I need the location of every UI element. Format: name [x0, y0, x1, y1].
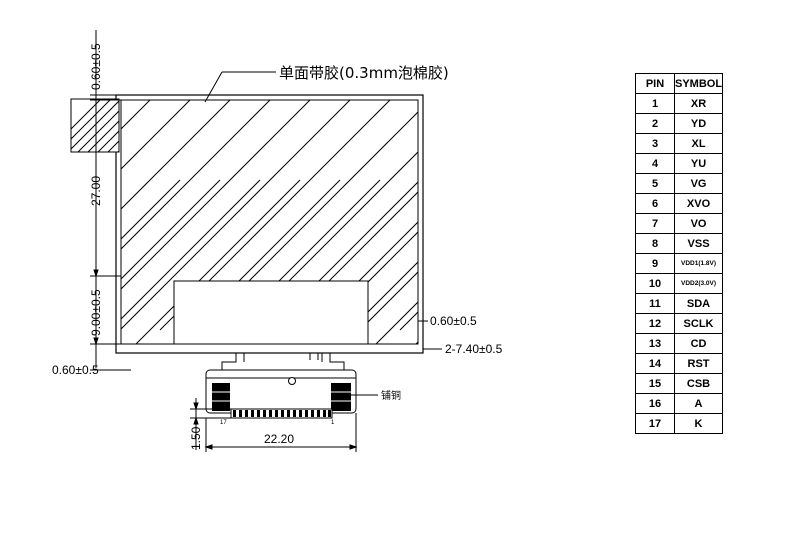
header-symbol: SYMBOL — [673, 73, 724, 94]
pin-symbol: SDA — [673, 293, 724, 314]
fpc-thickness-dimension — [190, 398, 231, 450]
pin-number: 8 — [635, 233, 675, 254]
dim-height-9: 9.00±0.5 — [89, 289, 103, 336]
pin-number: 13 — [635, 333, 675, 354]
pin-symbol: K — [673, 413, 724, 434]
pin-symbol: XVO — [673, 193, 724, 214]
dim-right-offset: 0.60±0.5 — [430, 314, 477, 328]
pin-number: 14 — [635, 353, 675, 374]
pin-number: 2 — [635, 113, 675, 134]
pin-number: 11 — [635, 293, 675, 314]
dim-fpc-width: 22.20 — [264, 432, 294, 446]
pin-symbol: XR — [673, 93, 724, 114]
pin-number: 9 — [635, 253, 675, 274]
pin-last-label: 1 — [331, 420, 335, 426]
pin-number: 7 — [635, 213, 675, 234]
pin-symbol: RST — [673, 353, 724, 374]
window-cutout — [173, 280, 369, 345]
pin-number: 4 — [635, 153, 675, 174]
mount-hole — [288, 377, 296, 385]
pin-number: 5 — [635, 173, 675, 194]
header-pin: PIN — [635, 73, 675, 94]
connector-pins — [230, 408, 333, 419]
pin-symbol: VSS — [673, 233, 724, 254]
pin-symbol: YU — [673, 153, 724, 174]
pin-symbol: VO — [673, 213, 724, 234]
pin-symbol: XL — [673, 133, 724, 154]
fpc-width-dimension — [204, 413, 358, 452]
pin-first-label: 17 — [220, 420, 227, 426]
side-block — [70, 98, 120, 153]
fpc-body — [205, 369, 357, 414]
pin-table-header: PIN SYMBOL — [635, 73, 724, 94]
pin-number: 6 — [635, 193, 675, 214]
pin-number: 12 — [635, 313, 675, 334]
pin-number: 16 — [635, 393, 675, 414]
left-dimensions — [90, 30, 131, 371]
pin-number: 1 — [635, 93, 675, 114]
dim-top-offset: 0.60±0.5 — [89, 43, 103, 90]
pin-number: 15 — [635, 373, 675, 394]
dim-fpc-thickness: 1.50 — [189, 426, 203, 450]
pin-symbol: VDD2(3.0V) — [673, 273, 724, 294]
pin-number: 10 — [635, 273, 675, 294]
pin-number: 3 — [635, 133, 675, 154]
fpc-neck — [221, 353, 345, 370]
dim-bottom-left-offset: 0.60±0.5 — [52, 363, 99, 377]
right-dimensions — [418, 320, 442, 350]
pin-number: 17 — [635, 413, 675, 434]
pin-symbol: CSB — [673, 373, 724, 394]
copper-note: 铺铜 — [381, 389, 401, 402]
dim-side-offset: 2-7.40±0.5 — [445, 342, 503, 356]
tape-note: 单面带胶(0.3mm泡棉胶) — [279, 64, 449, 82]
pin-symbol: A — [673, 393, 724, 414]
dim-height-27: 27.00 — [89, 176, 103, 206]
pin-symbol: VG — [673, 173, 724, 194]
pin-symbol: CD — [673, 333, 724, 354]
pin-symbol: VDD1(1.8V) — [673, 253, 724, 274]
tape-leader — [204, 71, 276, 103]
pin-symbol: YD — [673, 113, 724, 134]
pin-symbol: SCLK — [673, 313, 724, 334]
